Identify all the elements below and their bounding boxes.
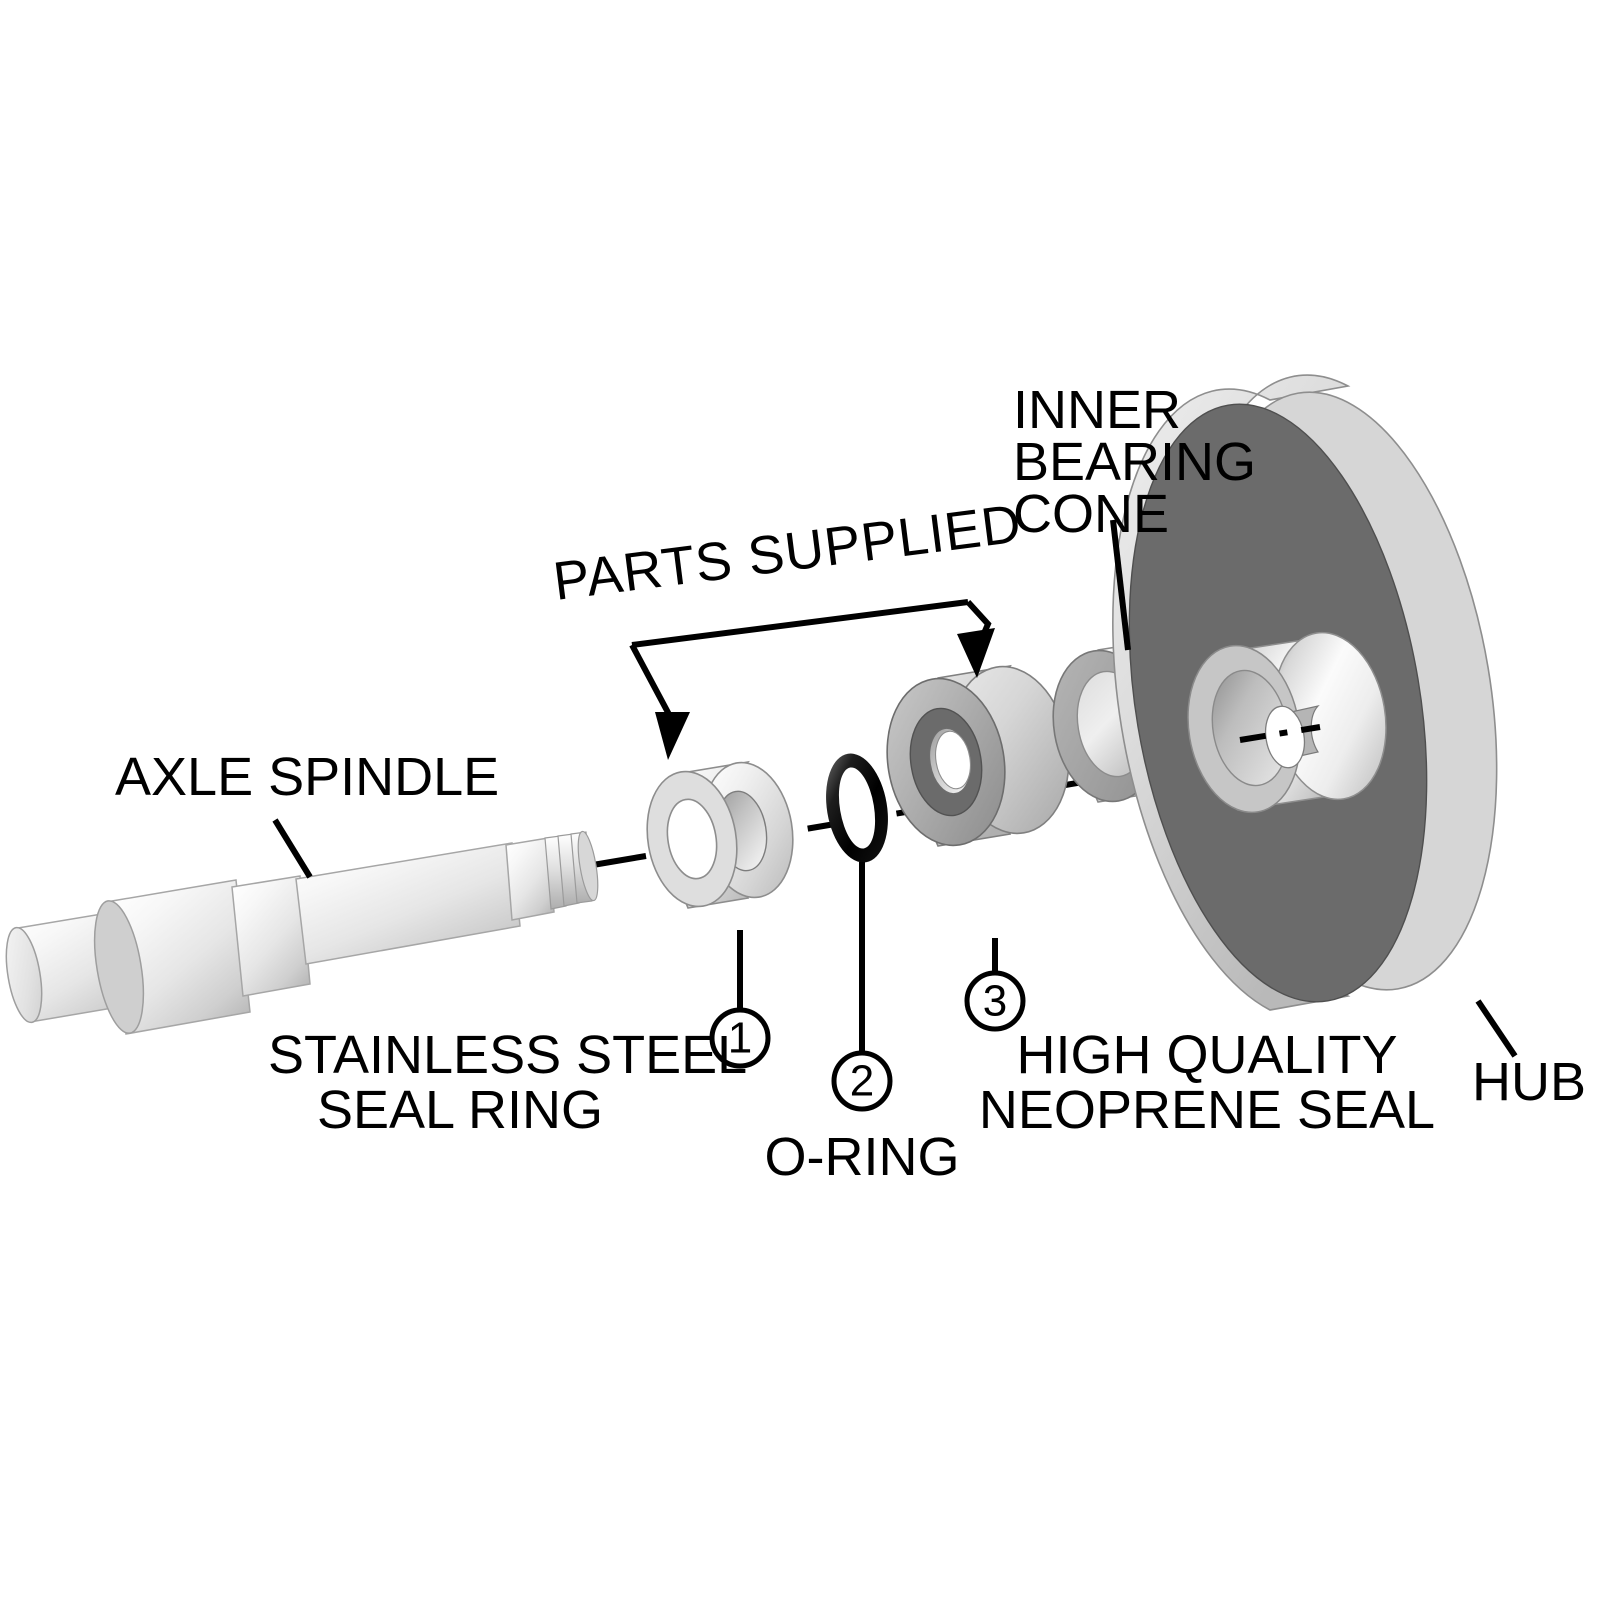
spindle-thread (544, 830, 599, 910)
leader-lines (272, 519, 1518, 1058)
callout-circle-1: 1 (709, 1007, 771, 1069)
leader-inner-bearing-cone (1110, 519, 1131, 651)
label-seal-ring-line1: STAINLESS STEEL (268, 1025, 747, 1085)
label-seal-ring-line2: SEAL RING (317, 1080, 603, 1140)
label-inner-bearing-cone-line3: CONE (1013, 484, 1169, 544)
label-o-ring: O-RING (765, 1127, 960, 1187)
label-neoprene-seal-line1: HIGH QUALITY (1016, 1025, 1397, 1085)
label-neoprene-seal-line2: NEOPRENE SEAL (979, 1080, 1435, 1140)
centerline-over-hub (1239, 724, 1321, 743)
label-hub: HUB (1472, 1052, 1586, 1112)
label-inner-bearing-cone-line1: INNER (1013, 380, 1181, 440)
part-stainless-steel-seal-ring (646, 760, 794, 909)
callout-number-2: 2 (850, 1057, 874, 1106)
part-axle-spindle (5, 830, 599, 1035)
leader-hub (1475, 999, 1518, 1058)
part-neoprene-seal (886, 664, 1070, 847)
callout-number-3: 3 (983, 977, 1007, 1026)
callout-circle-2: 2 (831, 1050, 893, 1112)
leader-axle-spindle (272, 818, 313, 879)
label-parts-supplied: PARTS SUPPLIED (550, 493, 1025, 612)
parts-supplied-arrowheads (655, 628, 995, 760)
label-inner-bearing-cone-line2: BEARING (1013, 432, 1256, 492)
part-hub (1112, 374, 1498, 1011)
part-o-ring (826, 753, 888, 863)
callout-circle-3: 3 (964, 970, 1026, 1032)
callout-number-1: 1 (728, 1014, 752, 1063)
label-axle-spindle: AXLE SPINDLE (115, 747, 499, 807)
